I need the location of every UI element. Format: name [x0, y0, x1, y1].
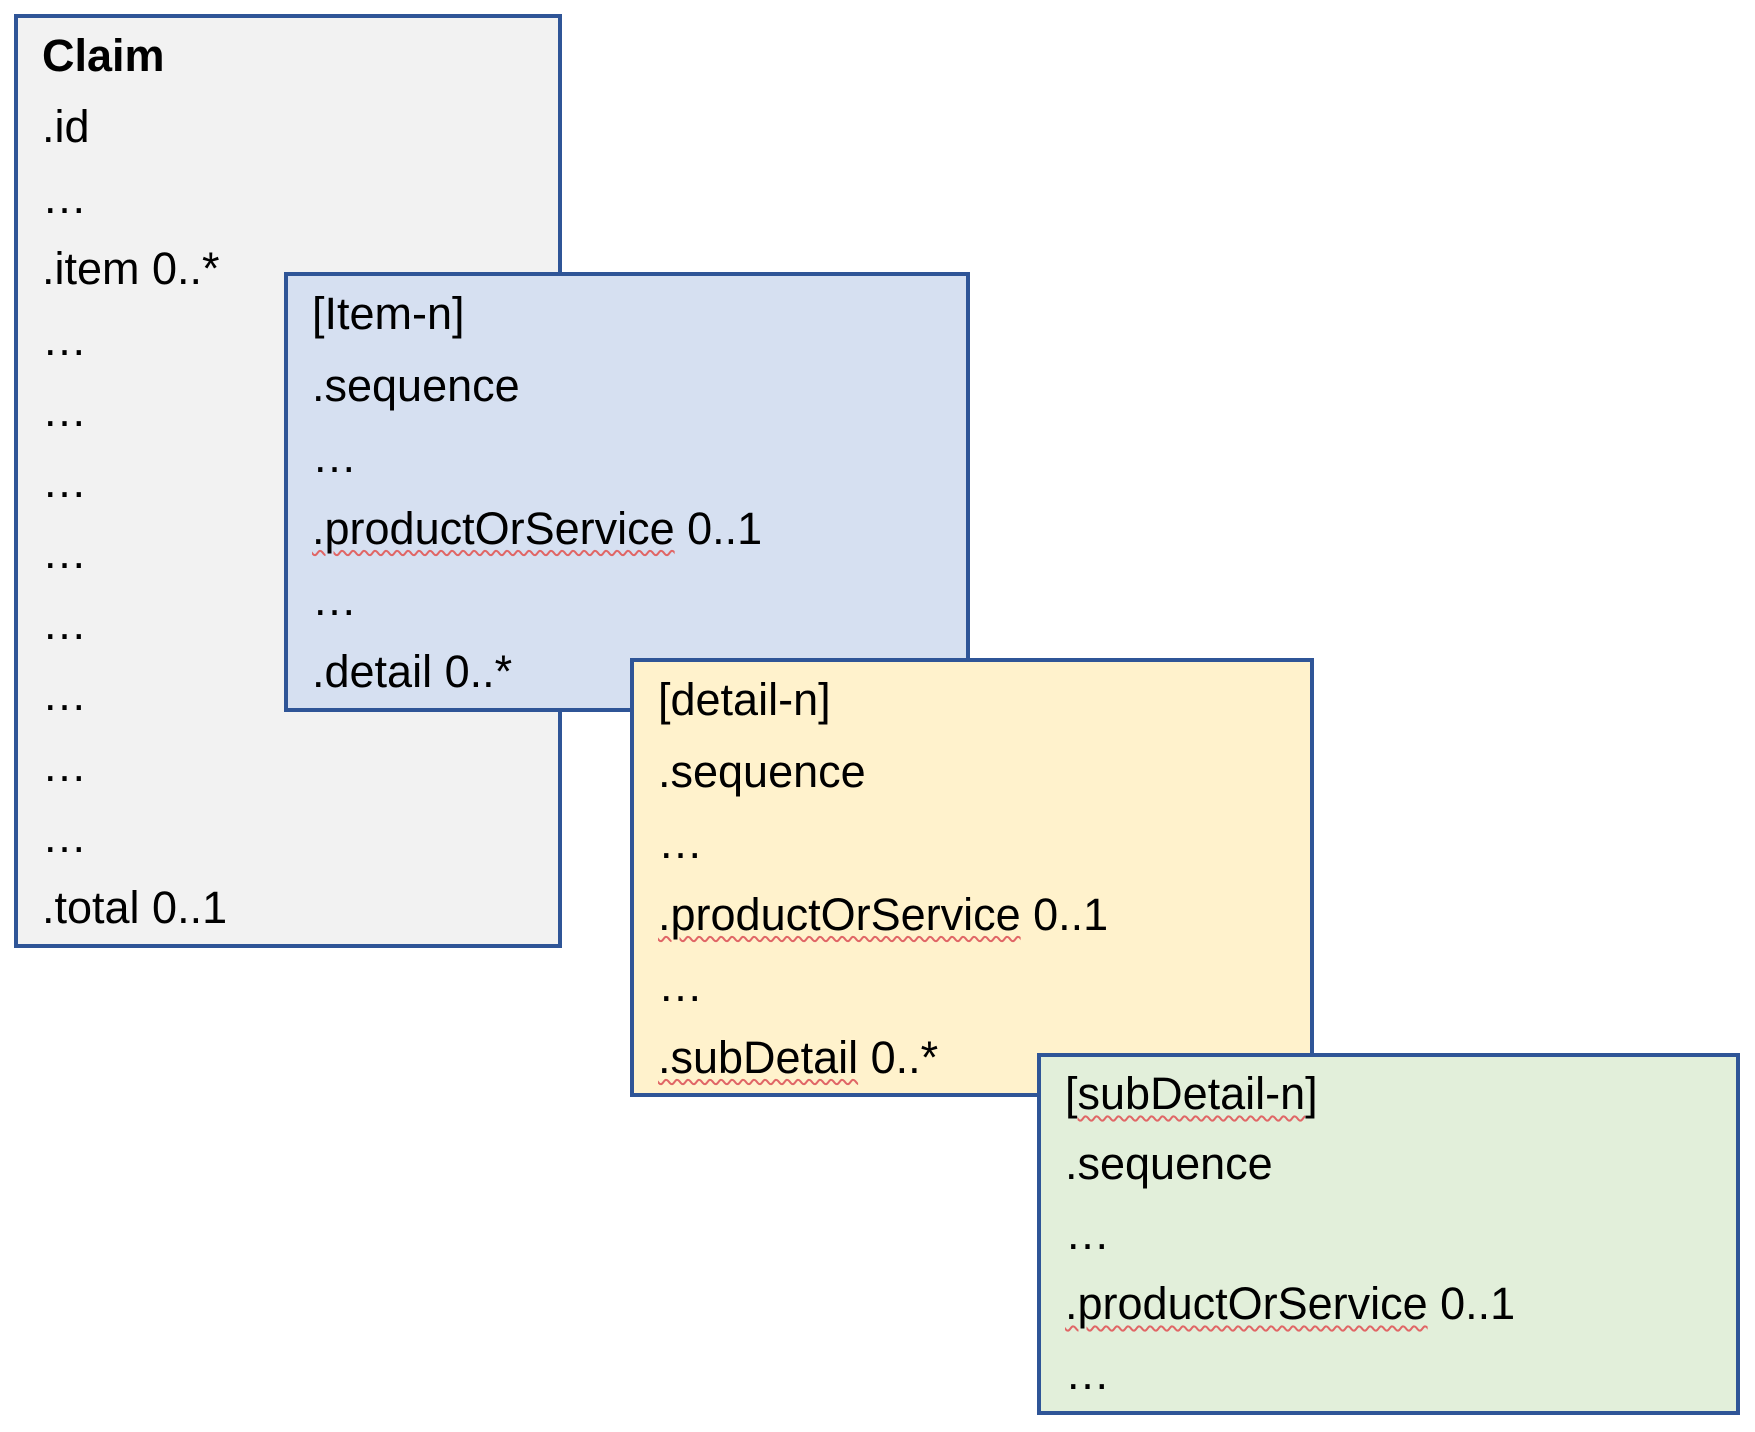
subdetail-title-close-bracket: ] — [1305, 1068, 1318, 1119]
claim-field-total: .total 0..1 — [42, 882, 228, 933]
ellipsis-row: … — [42, 172, 87, 223]
ellipsis-row: … — [42, 740, 87, 791]
item-title: [Item-n] — [312, 288, 465, 339]
detail-field-product-name: .productOrService — [658, 888, 1021, 940]
detail-field-product-cardinality: 0..1 — [1020, 888, 1109, 940]
item-box: [Item-n] .sequence … .productOrService 0… — [284, 272, 970, 712]
claim-field-id: .id — [42, 101, 90, 152]
subdetail-field-product-cardinality: 0..1 — [1427, 1278, 1516, 1329]
item-field-product-cardinality: 0..1 — [674, 502, 763, 554]
ellipsis-row: … — [42, 527, 87, 578]
subdetail-title-open-bracket: [ — [1065, 1068, 1078, 1119]
ellipsis-row: … — [658, 960, 703, 1011]
claim-title: Claim — [42, 30, 165, 81]
ellipsis-row: … — [42, 314, 87, 365]
item-field-product-name: .productOrService — [312, 502, 675, 554]
subdetail-field-sequence: .sequence — [1065, 1138, 1273, 1189]
ellipsis-row: … — [658, 817, 703, 868]
detail-field-sequence: .sequence — [658, 745, 866, 797]
ellipsis-row: … — [42, 385, 87, 436]
subdetail-title: [subDetail-n] — [1065, 1059, 1728, 1129]
ellipsis-row: … — [42, 456, 87, 507]
item-field-product: .productOrService 0..1 — [312, 493, 958, 565]
subdetail-title-name: subDetail-n — [1077, 1068, 1306, 1119]
detail-field-subdetail-name: .subDetail — [658, 1031, 859, 1083]
subdetail-box: [subDetail-n] .sequence … .productOrServ… — [1037, 1053, 1740, 1415]
detail-title: [detail-n] — [658, 674, 831, 725]
item-field-sequence: .sequence — [312, 359, 520, 411]
detail-field-subdetail: .subDetail 0..* — [658, 1022, 1302, 1094]
subdetail-field-product-name: .productOrService — [1065, 1278, 1428, 1329]
ellipsis-row: … — [42, 669, 87, 720]
ellipsis-row: … — [1065, 1208, 1110, 1259]
subdetail-field-product: .productOrService 0..1 — [1065, 1269, 1728, 1339]
detail-field-product: .productOrService 0..1 — [658, 879, 1302, 951]
ellipsis-row: … — [1065, 1348, 1110, 1399]
detail-field-subdetail-cardinality: 0..* — [858, 1031, 939, 1083]
item-field-detail: .detail 0..* — [312, 645, 513, 697]
ellipsis-row: … — [42, 598, 87, 649]
ellipsis-row: … — [42, 811, 87, 862]
ellipsis-row: … — [312, 574, 357, 625]
detail-box: [detail-n] .sequence … .productOrService… — [630, 658, 1314, 1097]
claim-field-item: .item 0..* — [42, 243, 220, 294]
ellipsis-row: … — [312, 431, 357, 482]
